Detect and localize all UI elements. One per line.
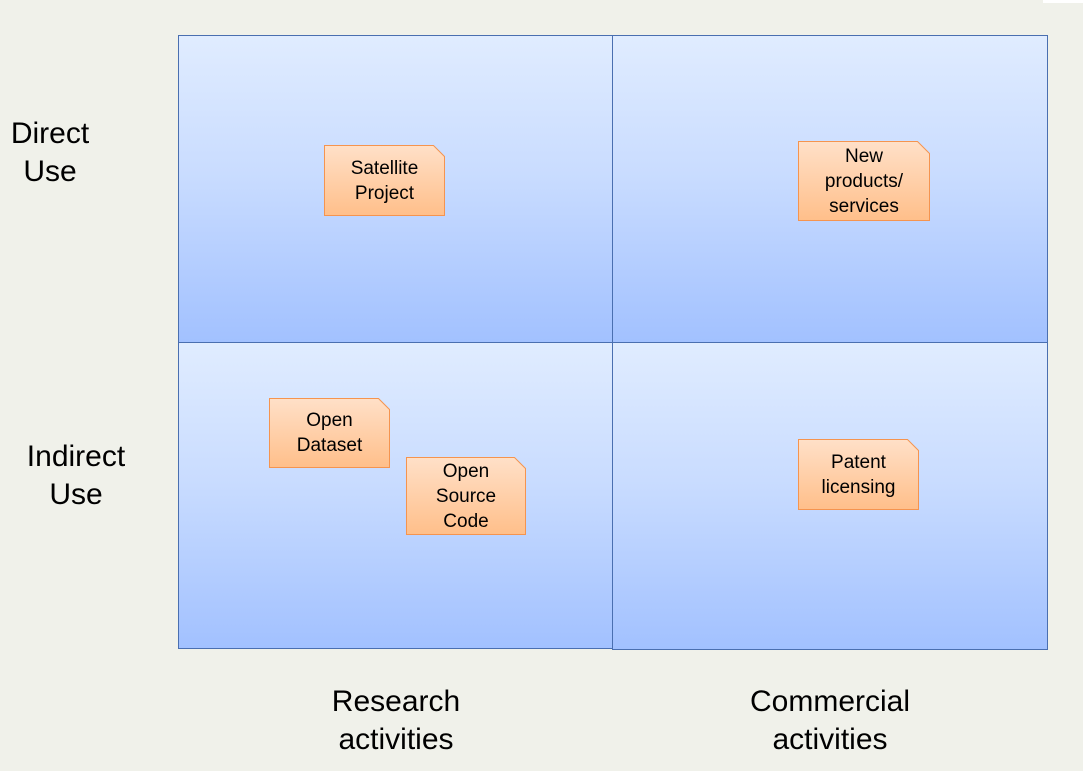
note-line: Code [443, 510, 489, 532]
column-label-line: activities [772, 723, 888, 756]
note-line: products/ [824, 170, 904, 192]
note-line: Project [354, 182, 415, 204]
column-label-research-activities: Research activities [296, 683, 496, 759]
note-label: Open Source Code [406, 457, 526, 535]
note-shape [798, 439, 919, 510]
note-new-products-services: New products/ services [798, 141, 930, 221]
note-line: Open [306, 410, 353, 431]
note-shape [406, 457, 526, 535]
note-label: Open Dataset [269, 398, 390, 468]
note-line: Open [442, 460, 490, 482]
quadrant-research-indirect [178, 342, 613, 649]
note-patent-licensing: Patent licensing [798, 439, 919, 510]
note-label: Patent licensing [798, 439, 919, 510]
row-label-line: Use [49, 478, 103, 511]
note-line: licensing [821, 476, 896, 498]
column-label-line: activities [338, 723, 454, 756]
column-label-line: Research [331, 685, 461, 718]
note-open-source-code: Open Source Code [406, 457, 526, 535]
row-label-line: Indirect [26, 440, 126, 473]
top-edge-highlight [1043, 0, 1083, 3]
column-label-commercial-activities: Commercial activities [720, 683, 940, 759]
note-shape [324, 145, 445, 216]
note-satellite-project: Satellite Project [324, 145, 445, 216]
note-line: services [829, 195, 899, 217]
note-shape [269, 398, 390, 468]
note-label: Satellite Project [324, 145, 445, 216]
note-line: New [844, 145, 883, 167]
note-shape [798, 141, 930, 221]
note-line: Satellite [350, 157, 419, 179]
row-label-line: Direct [10, 117, 90, 150]
row-label-indirect-use: Indirect Use [18, 438, 134, 514]
note-line: Patent [831, 451, 886, 473]
column-label-line: Commercial [749, 685, 911, 718]
row-label-line: Use [23, 155, 77, 188]
note-line: Dataset [296, 435, 363, 456]
row-label-direct-use: Direct Use [6, 115, 94, 191]
note-open-dataset: Open Dataset [269, 398, 390, 468]
note-line: Source [435, 485, 497, 507]
note-label: New products/ services [798, 141, 930, 221]
